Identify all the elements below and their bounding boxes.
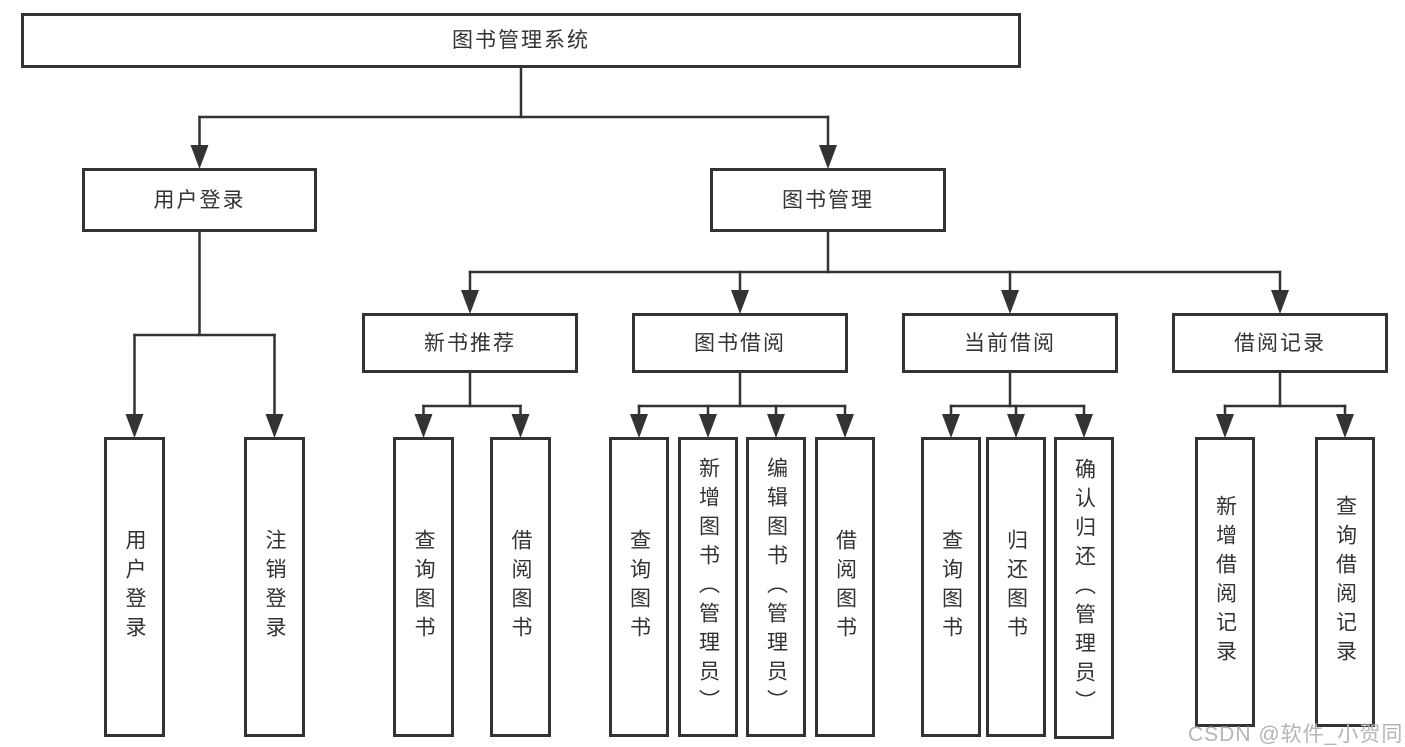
node-label-leaf-newbook-borrow: 借阅图书 xyxy=(509,529,532,645)
node-label-leaf-record-add: 新增借阅记录 xyxy=(1213,495,1237,669)
node-branch-book-mgmt: 图书管理 xyxy=(710,168,946,232)
node-label-leaf-current-confirm: 确认归还（管理员） xyxy=(1072,457,1096,719)
arrow-down-icon xyxy=(767,414,785,438)
node-leaf-logout: 注销登录 xyxy=(244,437,305,737)
arrow-down-icon xyxy=(125,414,144,438)
node-label-leaf-user-login: 用户登录 xyxy=(123,529,146,645)
arrow-down-icon xyxy=(265,414,284,438)
node-label-root: 图书管理系统 xyxy=(452,29,590,52)
arrow-down-icon xyxy=(942,414,960,438)
node-label-leaf-record-query: 查询借阅记录 xyxy=(1333,495,1357,669)
node-leaf-user-login: 用户登录 xyxy=(104,437,165,737)
node-label-leaf-current-return: 归还图书 xyxy=(1004,529,1028,645)
node-leaf-current-return: 归还图书 xyxy=(986,437,1046,737)
node-label-cat-borrow-record: 借阅记录 xyxy=(1234,331,1326,355)
node-leaf-record-add: 新增借阅记录 xyxy=(1195,437,1255,727)
node-label-leaf-borrow-edit: 编辑图书（管理员） xyxy=(764,456,788,718)
arrow-down-icon xyxy=(1007,414,1025,438)
node-label-leaf-current-query: 查询图书 xyxy=(939,529,963,645)
arrow-down-icon xyxy=(1001,290,1019,314)
node-label-branch-book-mgmt: 图书管理 xyxy=(782,188,874,212)
arrow-down-icon xyxy=(836,414,854,438)
csdn-watermark: CSDN @软件_小贺同学 xyxy=(1188,723,1405,746)
node-leaf-borrow-query: 查询图书 xyxy=(609,437,669,737)
node-leaf-newbook-query: 查询图书 xyxy=(393,437,454,737)
arrow-down-icon xyxy=(1216,414,1234,438)
node-label-cat-new-book: 新书推荐 xyxy=(424,331,516,355)
node-leaf-current-query: 查询图书 xyxy=(921,437,981,737)
node-cat-new-book: 新书推荐 xyxy=(362,313,578,373)
node-label-leaf-newbook-query: 查询图书 xyxy=(412,529,435,645)
node-leaf-borrow-add: 新增图书（管理员） xyxy=(678,437,738,737)
arrow-down-icon xyxy=(1271,290,1289,314)
node-label-leaf-borrow-borrow: 借阅图书 xyxy=(833,529,857,645)
arrow-down-icon xyxy=(699,414,717,438)
arrow-down-icon xyxy=(819,145,837,169)
node-label-cat-current-borrow: 当前借阅 xyxy=(964,331,1056,355)
arrow-down-icon xyxy=(731,290,749,314)
node-leaf-borrow-edit: 编辑图书（管理员） xyxy=(746,437,806,737)
node-label-leaf-borrow-add: 新增图书（管理员） xyxy=(696,456,720,718)
node-root: 图书管理系统 xyxy=(21,13,1021,68)
arrow-down-icon xyxy=(511,414,530,438)
node-cat-current-borrow: 当前借阅 xyxy=(902,313,1118,373)
node-cat-book-borrow: 图书借阅 xyxy=(632,313,848,373)
node-label-branch-user-login: 用户登录 xyxy=(153,188,246,212)
node-label-cat-book-borrow: 图书借阅 xyxy=(694,331,786,355)
arrow-down-icon xyxy=(1075,414,1093,438)
arrow-down-icon xyxy=(414,414,433,438)
node-label-leaf-logout: 注销登录 xyxy=(263,529,286,645)
node-label-leaf-borrow-query: 查询图书 xyxy=(627,529,651,645)
node-leaf-newbook-borrow: 借阅图书 xyxy=(490,437,551,737)
node-branch-user-login: 用户登录 xyxy=(82,168,317,232)
arrow-down-icon xyxy=(190,145,209,169)
arrow-down-icon xyxy=(461,290,479,314)
arrow-down-icon xyxy=(630,414,648,438)
node-leaf-current-confirm: 确认归还（管理员） xyxy=(1054,437,1114,739)
node-leaf-record-query: 查询借阅记录 xyxy=(1315,437,1375,727)
arrow-down-icon xyxy=(1336,414,1354,438)
node-leaf-borrow-borrow: 借阅图书 xyxy=(815,437,875,737)
node-cat-borrow-record: 借阅记录 xyxy=(1172,313,1388,373)
